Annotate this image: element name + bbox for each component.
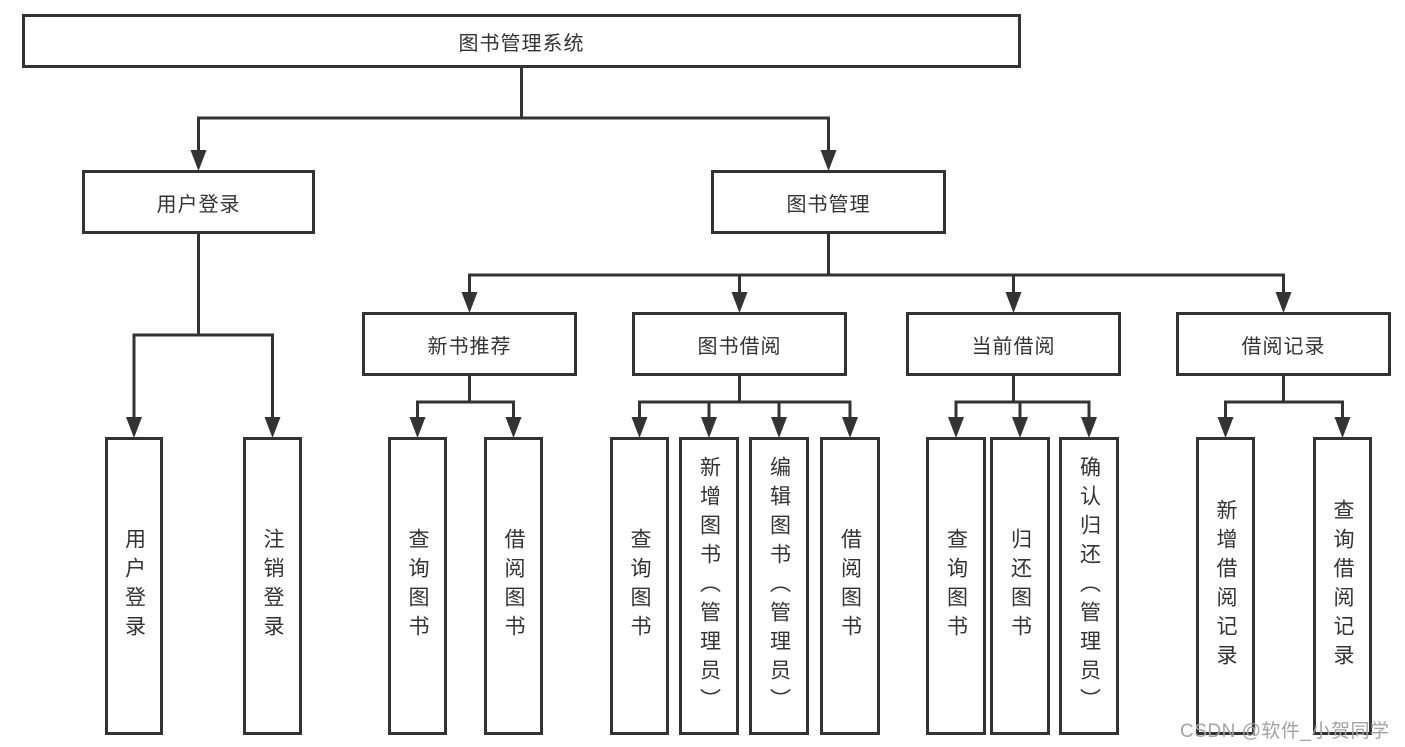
arrowhead [505,417,522,438]
node-label-leaf-bb-add-books: 新增图书（管理员） [697,455,721,717]
node-label-current-borrowing: 当前借阅 [971,335,1056,358]
node-leaf-nr-query-books: 查询图书 [388,437,447,735]
arrowhead [631,417,648,438]
arrowhead [948,417,964,438]
connector-user-login [126,232,281,438]
node-label-leaf-user-login: 用户登录 [122,528,146,644]
node-current-borrowing: 当前借阅 [906,312,1121,376]
arrowhead [190,150,207,171]
arrowhead [731,292,748,313]
node-leaf-cb-query-books: 查询图书 [926,437,986,735]
connector-new-book-recommend [409,374,522,438]
arrowhead [1005,292,1022,313]
node-book-management: 图书管理 [711,170,946,234]
node-label-leaf-cb-confirm-return: 确认归还（管理员） [1077,455,1101,717]
node-leaf-bb-query-books: 查询图书 [610,437,669,735]
node-label-borrowing-records: 借阅记录 [1241,335,1326,358]
arrowhead [820,150,837,171]
connector-borrowing-records [1217,374,1351,438]
node-label-leaf-br-add-record: 新增借阅记录 [1214,499,1237,673]
node-label-book-borrowing: 图书借阅 [697,335,782,358]
arrowhead [461,292,478,313]
arrowhead [1012,417,1028,438]
node-leaf-bb-borrow-books: 借阅图书 [820,437,880,735]
node-leaf-cb-return-books: 归还图书 [990,437,1050,735]
watermark: CSDN @软件_小贺同学 [1180,721,1390,742]
connector-book-borrowing [631,374,858,438]
connector-book-management [461,232,1292,313]
node-label-leaf-cb-return-books: 归还图书 [1008,528,1032,644]
node-label-new-book-recommend: 新书推荐 [427,335,512,358]
node-label-leaf-bb-edit-books: 编辑图书（管理员） [767,455,791,717]
node-leaf-bb-add-books: 新增图书（管理员） [679,437,739,735]
arrowhead [409,417,426,438]
node-label-leaf-nr-borrow-books: 借阅图书 [502,528,525,644]
node-leaf-logout: 注销登录 [243,437,302,735]
node-leaf-br-query-record: 查询借阅记录 [1313,437,1372,735]
node-user-login: 用户登录 [82,170,315,234]
node-label-leaf-nr-query-books: 查询图书 [406,528,429,644]
arrowhead [1275,292,1292,313]
node-label-book-management: 图书管理 [786,193,871,216]
arrowhead [701,417,717,438]
arrowhead [1334,417,1351,438]
node-label-leaf-logout: 注销登录 [261,528,284,644]
arrowhead [1081,417,1097,438]
node-leaf-br-add-record: 新增借阅记录 [1196,437,1255,735]
node-root: 图书管理系统 [22,14,1021,68]
node-label-leaf-br-query-record: 查询借阅记录 [1331,499,1354,673]
node-label-leaf-bb-query-books: 查询图书 [628,528,651,644]
arrowhead [264,417,281,438]
node-label-user-login: 用户登录 [156,193,241,216]
arrowhead [1217,417,1234,438]
node-label-leaf-bb-borrow-books: 借阅图书 [838,528,862,644]
node-leaf-nr-borrow-books: 借阅图书 [484,437,543,735]
arrowhead [771,417,787,438]
node-new-book-recommend: 新书推荐 [362,312,577,376]
connector-current-borrowing [948,374,1097,438]
node-label-root: 图书管理系统 [458,32,585,55]
arrowhead [126,417,142,438]
node-book-borrowing: 图书借阅 [632,312,847,376]
arrowhead [842,417,858,438]
connector-root [190,66,837,171]
node-leaf-cb-confirm-return: 确认归还（管理员） [1059,437,1119,735]
node-label-leaf-cb-query-books: 查询图书 [944,528,968,644]
node-leaf-user-login: 用户登录 [105,437,163,735]
node-leaf-bb-edit-books: 编辑图书（管理员） [749,437,809,735]
node-borrowing-records: 借阅记录 [1176,312,1391,376]
